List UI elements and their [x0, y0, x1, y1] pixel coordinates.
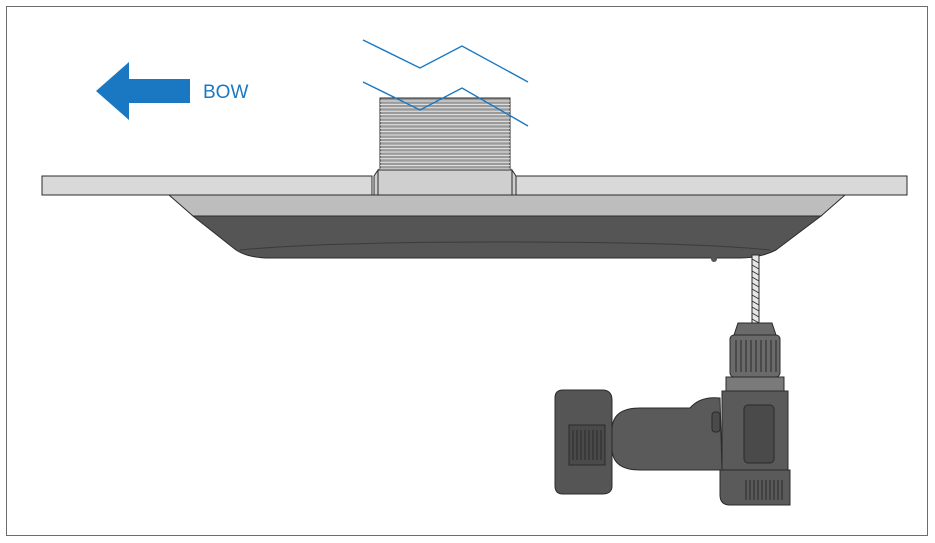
base-vents	[745, 480, 783, 500]
drill-icon	[554, 322, 791, 506]
transducer-flange	[167, 194, 847, 217]
hull-plate	[41, 175, 908, 196]
detail-line	[751, 306, 760, 312]
drill-bit	[751, 254, 760, 326]
drill-hole-mark	[711, 256, 717, 262]
detail-line	[751, 294, 760, 300]
chuck-grip-ribs	[735, 340, 777, 372]
detail-line	[751, 318, 760, 324]
stem-threads	[380, 100, 510, 170]
detail-line	[751, 270, 760, 276]
battery-grip-ribs	[572, 430, 602, 460]
hull-plate-right	[513, 175, 908, 196]
detail-line	[751, 312, 760, 318]
break-line-icon	[362, 39, 529, 127]
drill-bit-flutes	[751, 258, 760, 324]
detail-line	[751, 276, 760, 282]
detail-line	[751, 264, 760, 270]
detail-line	[751, 300, 760, 306]
diagram-frame	[6, 6, 928, 536]
bow-indicator: BOW	[96, 62, 248, 120]
detail-line	[751, 282, 760, 288]
transducer-stem	[373, 97, 517, 197]
hull-plate-left	[41, 175, 373, 196]
transducer-body	[191, 215, 823, 259]
bow-label: BOW	[203, 82, 248, 103]
detail-line	[751, 288, 760, 294]
transducer-housing	[167, 194, 847, 262]
detail-line	[751, 258, 760, 264]
arrow-left-icon	[96, 62, 190, 120]
